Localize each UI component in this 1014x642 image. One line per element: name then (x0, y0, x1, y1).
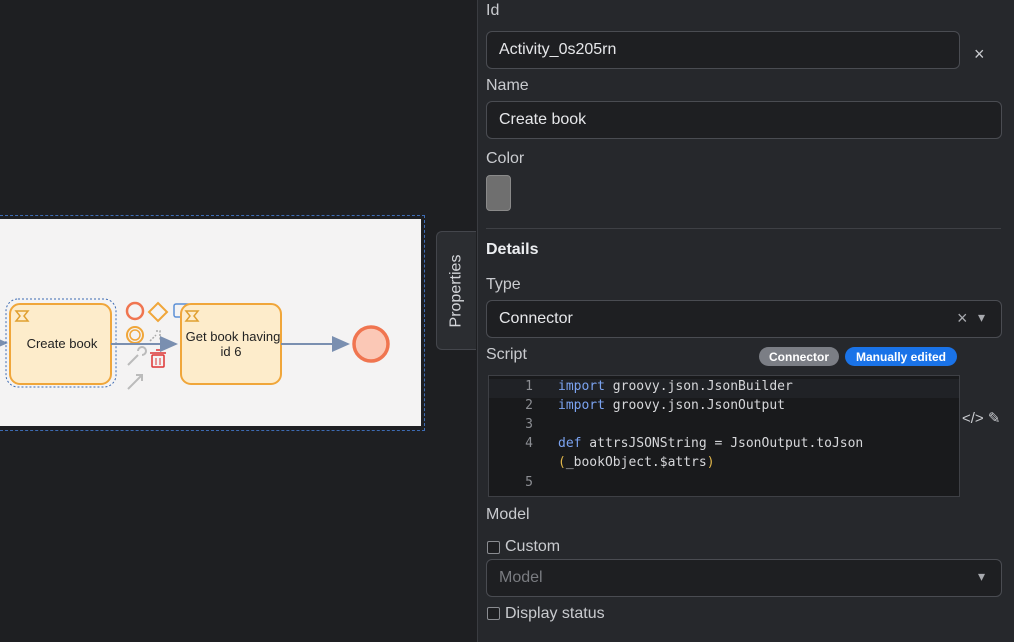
trash-icon[interactable] (150, 350, 166, 367)
id-field[interactable]: Activity_0s205rn (486, 31, 960, 69)
type-value: Connector (499, 310, 573, 328)
task-create-book[interactable]: Create book (10, 304, 111, 384)
model-select-value: Model (499, 569, 543, 587)
script-label: Script (486, 346, 527, 364)
id-clear-icon[interactable]: × (974, 44, 985, 65)
color-label: Color (486, 150, 524, 168)
id-label: Id (486, 2, 499, 20)
connector-badge: Connector (759, 347, 839, 366)
code-line: (_bookObject.$attrs) (489, 455, 959, 474)
display-status-checkbox[interactable] (487, 607, 500, 620)
display-status-label: Display status (505, 605, 605, 623)
end-event[interactable] (354, 327, 388, 361)
name-label: Name (486, 77, 529, 95)
diagram-canvas[interactable]: Create book Get book having id 6 (0, 0, 477, 642)
end-event-pad-icon[interactable] (127, 303, 143, 319)
script-editor[interactable]: 1 import groovy.json.JsonBuilder 2 impor… (488, 375, 960, 497)
code-line: 2 import groovy.json.JsonOutput (489, 398, 959, 417)
task-label-line1: Get book having (186, 329, 281, 344)
wrench-icon[interactable] (128, 347, 146, 365)
details-heading: Details (486, 241, 538, 259)
code-view-icon[interactable]: </> (962, 410, 984, 427)
code-line: 5 (489, 475, 959, 494)
connect-pad-icon[interactable] (150, 331, 160, 341)
edit-pencil-icon[interactable]: ✎ (988, 410, 1001, 427)
properties-panel: Id Activity_0s205rn × Name Create book C… (477, 0, 1014, 642)
name-value: Create book (499, 111, 586, 129)
task-label: Create book (27, 336, 98, 351)
model-label: Model (486, 506, 530, 524)
chevron-down-icon[interactable]: ▾ (978, 568, 985, 585)
task-get-book[interactable]: Get book having id 6 (181, 304, 281, 384)
section-divider (486, 228, 1001, 229)
color-swatch[interactable] (486, 175, 511, 211)
model-select[interactable]: Model ▾ (486, 559, 1002, 597)
name-field[interactable]: Create book (486, 101, 1002, 139)
intermediate-event-inner (130, 330, 140, 340)
script-tools: </> ✎ (962, 409, 1000, 427)
type-select[interactable]: Connector × ▾ (486, 300, 1002, 338)
properties-tab[interactable]: Properties (436, 231, 476, 350)
arrow-pad-icon[interactable] (128, 375, 142, 389)
type-clear-icon[interactable]: × (957, 308, 968, 329)
code-line: 4 def attrsJSONString = JsonOutput.toJso… (489, 436, 959, 455)
task-label-line2: id 6 (221, 344, 242, 359)
properties-tab-label: Properties (448, 254, 466, 327)
bpmn-diagram: Create book Get book having id 6 (0, 219, 425, 431)
id-value: Activity_0s205rn (499, 41, 616, 59)
custom-label: Custom (505, 538, 560, 556)
manually-edited-badge: Manually edited (845, 347, 957, 366)
code-line: 1 import groovy.json.JsonBuilder (489, 379, 959, 398)
chevron-down-icon[interactable]: ▾ (978, 309, 985, 326)
custom-checkbox[interactable] (487, 541, 500, 554)
type-label: Type (486, 276, 521, 294)
gateway-pad-icon[interactable] (149, 303, 167, 321)
code-line: 3 (489, 417, 959, 436)
